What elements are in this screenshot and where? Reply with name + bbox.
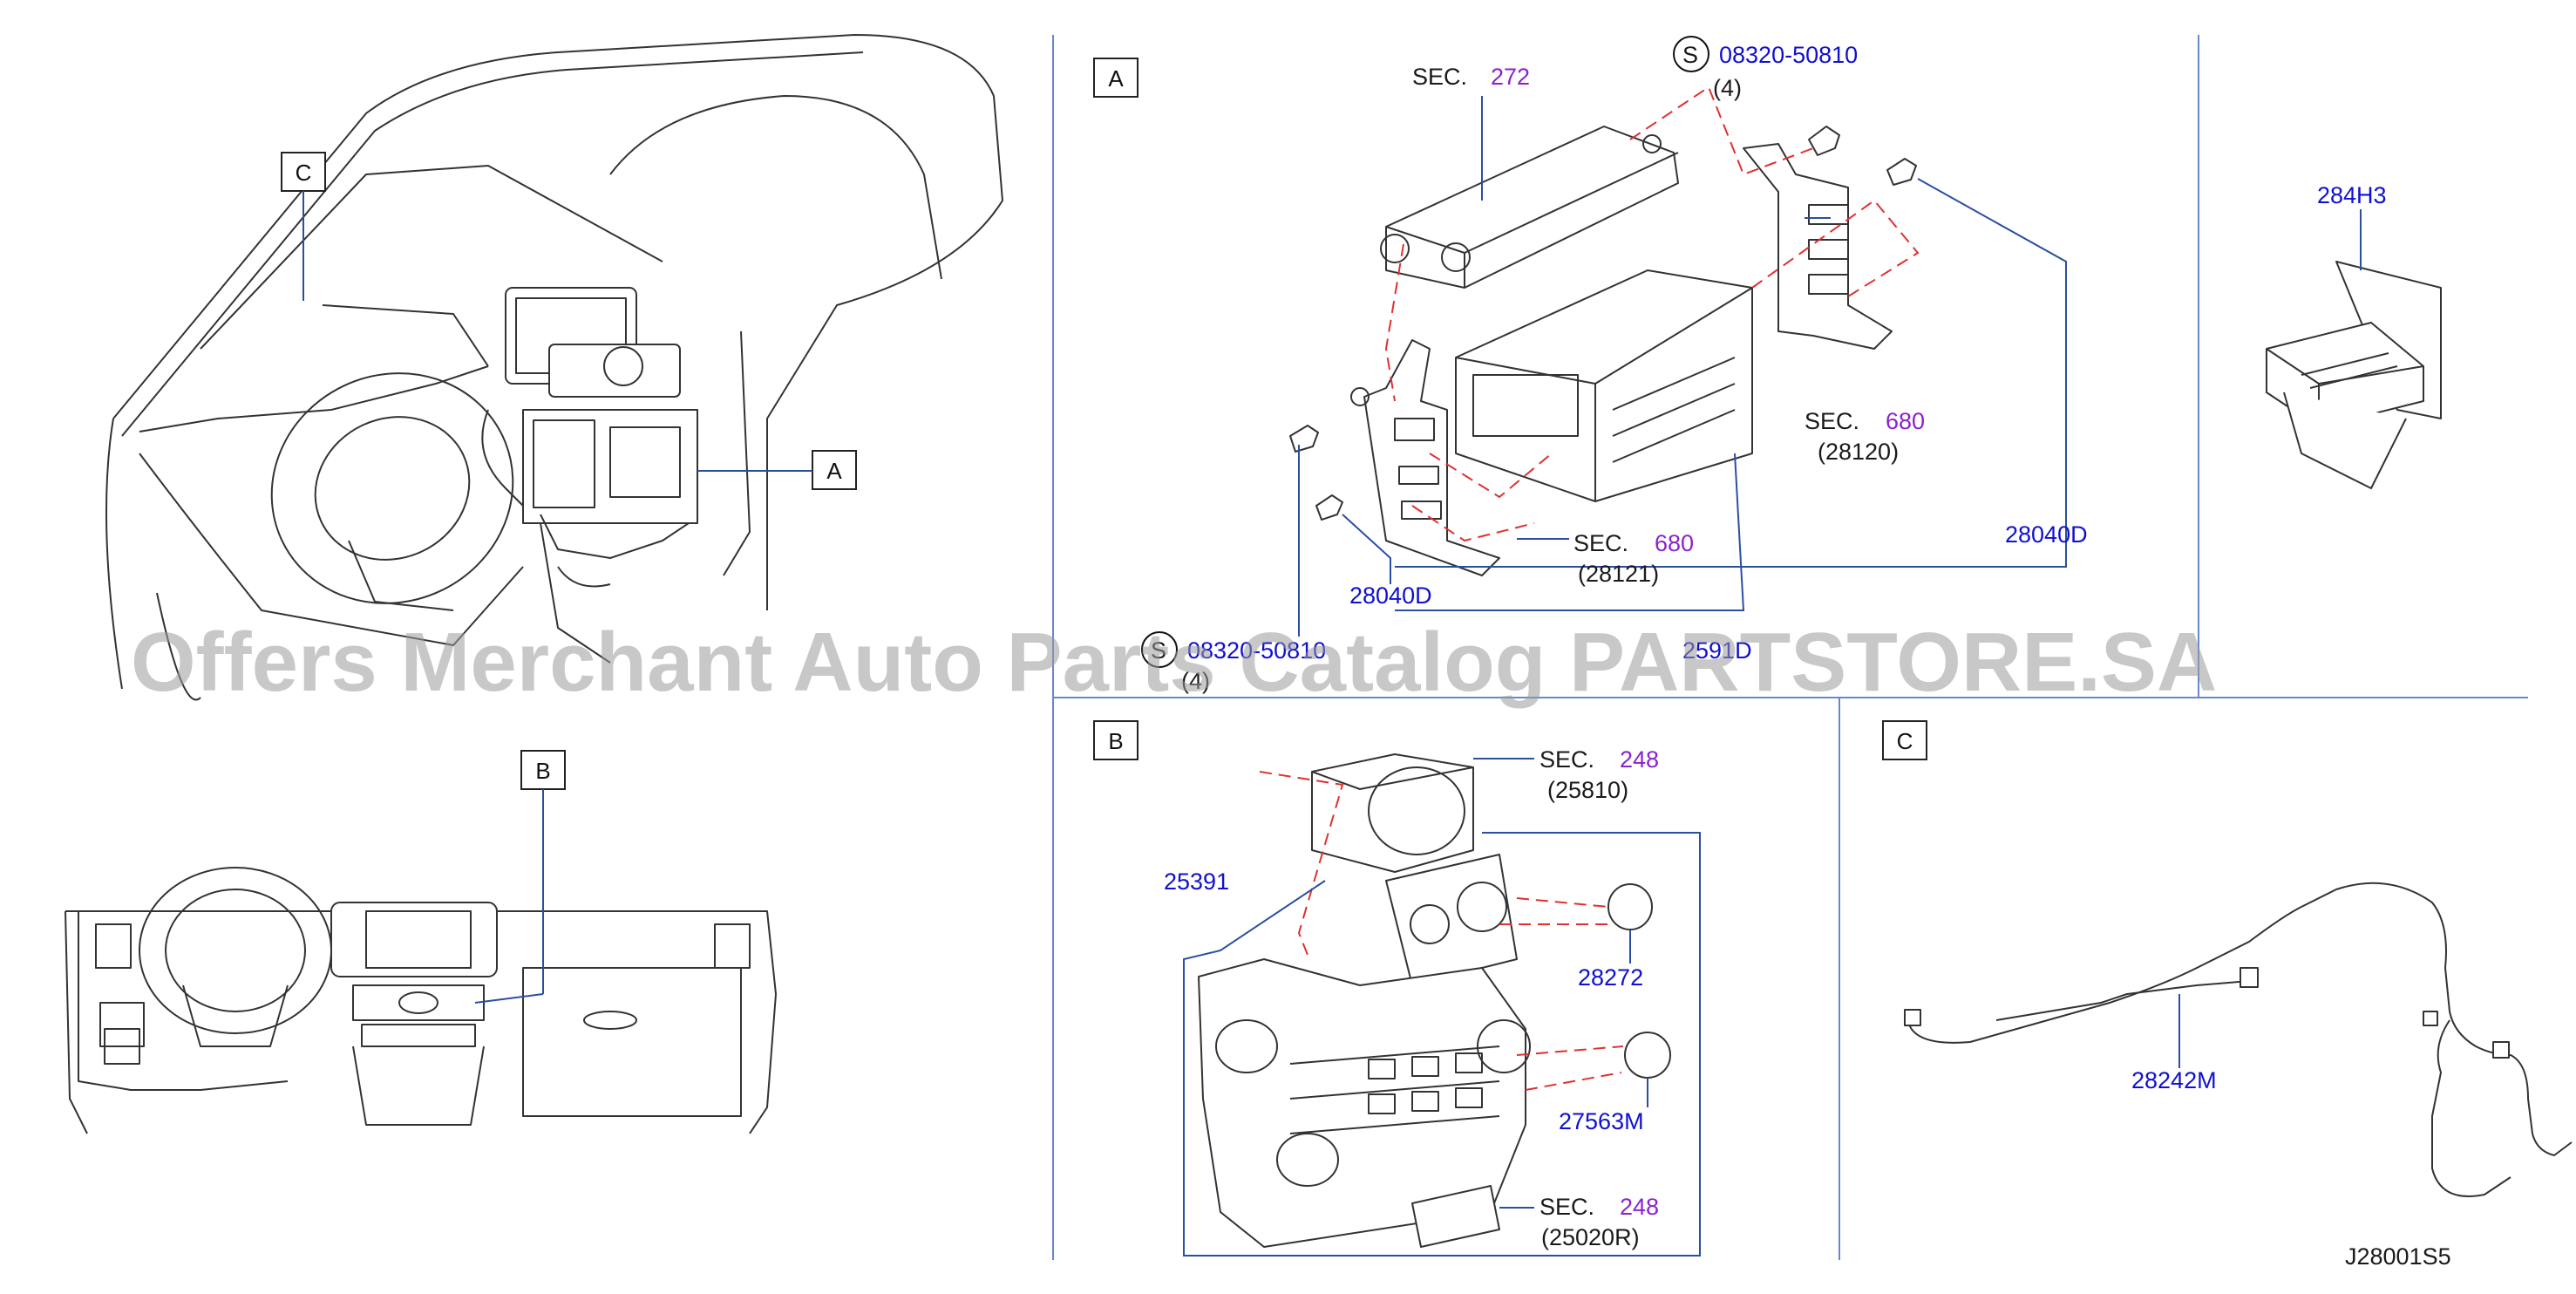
overview-callout-c[interactable]: C	[281, 152, 326, 192]
sec-word-248-bottom: SEC.	[1539, 1194, 1594, 1220]
screw-top-qty: (4)	[1713, 75, 1742, 101]
knob-part-2[interactable]: 27563M	[1559, 1108, 1644, 1134]
overview-callout-a[interactable]: A	[812, 450, 857, 490]
part-284h3[interactable]: 284H3	[2317, 182, 2387, 208]
ref-25020r: (25020R)	[1541, 1224, 1640, 1250]
sec-680-right[interactable]: 680	[1886, 408, 1925, 434]
sec-word-680-left: SEC.	[1573, 530, 1628, 556]
screw-bottom-qty: (4)	[1181, 668, 1210, 694]
panel-b-dashed-lines	[1259, 771, 1624, 1091]
ref-28121: (28121)	[1578, 561, 1659, 587]
overview-callout-b[interactable]: B	[520, 750, 566, 790]
sec-word-272: SEC.	[1412, 64, 1467, 90]
panel-a-leaders	[1298, 96, 2067, 637]
unit-part[interactable]: 2591D	[1682, 637, 1752, 664]
overview-callout-a-label: A	[826, 458, 842, 484]
ref-25810: (25810)	[1547, 777, 1628, 803]
switch-part[interactable]: 25391	[1164, 868, 1229, 895]
panel-b-letter: B	[1108, 728, 1123, 754]
bracket-right-part[interactable]: 28040D	[2005, 521, 2088, 548]
panel-label-a: A	[1093, 58, 1138, 98]
panel-a-letter: A	[1108, 65, 1124, 92]
sec-272[interactable]: 272	[1491, 64, 1530, 90]
screw-symbol-bottom: S	[1151, 637, 1166, 664]
screw-symbol-bottom-icon	[1141, 631, 1178, 668]
overview-callout-c-label: C	[296, 160, 312, 186]
diagram-code: J28001S5	[2345, 1243, 2451, 1270]
panel-dividers	[1052, 35, 2528, 1260]
screw-symbol-top: S	[1682, 42, 1698, 68]
sec-word-248-top: SEC.	[1539, 746, 1594, 773]
panel-a-dashed-lines	[1384, 85, 1920, 542]
panel-b-drawing	[1198, 753, 1671, 1248]
sec-248-top[interactable]: 248	[1620, 746, 1659, 773]
panel-b-leaders	[1183, 758, 1701, 1257]
dashboard-perspective-drawing	[105, 34, 1003, 701]
panel-label-b: B	[1093, 720, 1138, 760]
part-284h3-drawing	[2266, 261, 2442, 489]
dashboard-front-drawing	[65, 867, 777, 1134]
sec-word-680-right: SEC.	[1805, 408, 1859, 434]
ref-28120: (28120)	[1818, 439, 1899, 465]
leader-callout-b-end	[474, 993, 544, 1004]
watermark-text: Offers Merchant Auto Parts Catalog PARTS…	[131, 616, 2217, 709]
panel-label-c: C	[1882, 720, 1927, 760]
harness-drawing	[1904, 882, 2573, 1197]
panel-a-drawing	[1289, 126, 1917, 576]
panel-c-letter: C	[1897, 728, 1913, 754]
screw-bottom-part[interactable]: 08320-50810	[1187, 637, 1326, 664]
harness-part[interactable]: 28242M	[2131, 1067, 2217, 1093]
screw-symbol-top-icon	[1673, 36, 1709, 72]
knob-part-1[interactable]: 28272	[1578, 964, 1643, 991]
sec-248-bottom[interactable]: 248	[1620, 1194, 1659, 1220]
sec-680-left[interactable]: 680	[1655, 530, 1694, 556]
overview-callout-b-label: B	[535, 758, 550, 784]
screw-top-part[interactable]: 08320-50810	[1719, 42, 1858, 68]
bracket-left-part[interactable]: 28040D	[1349, 582, 1432, 609]
